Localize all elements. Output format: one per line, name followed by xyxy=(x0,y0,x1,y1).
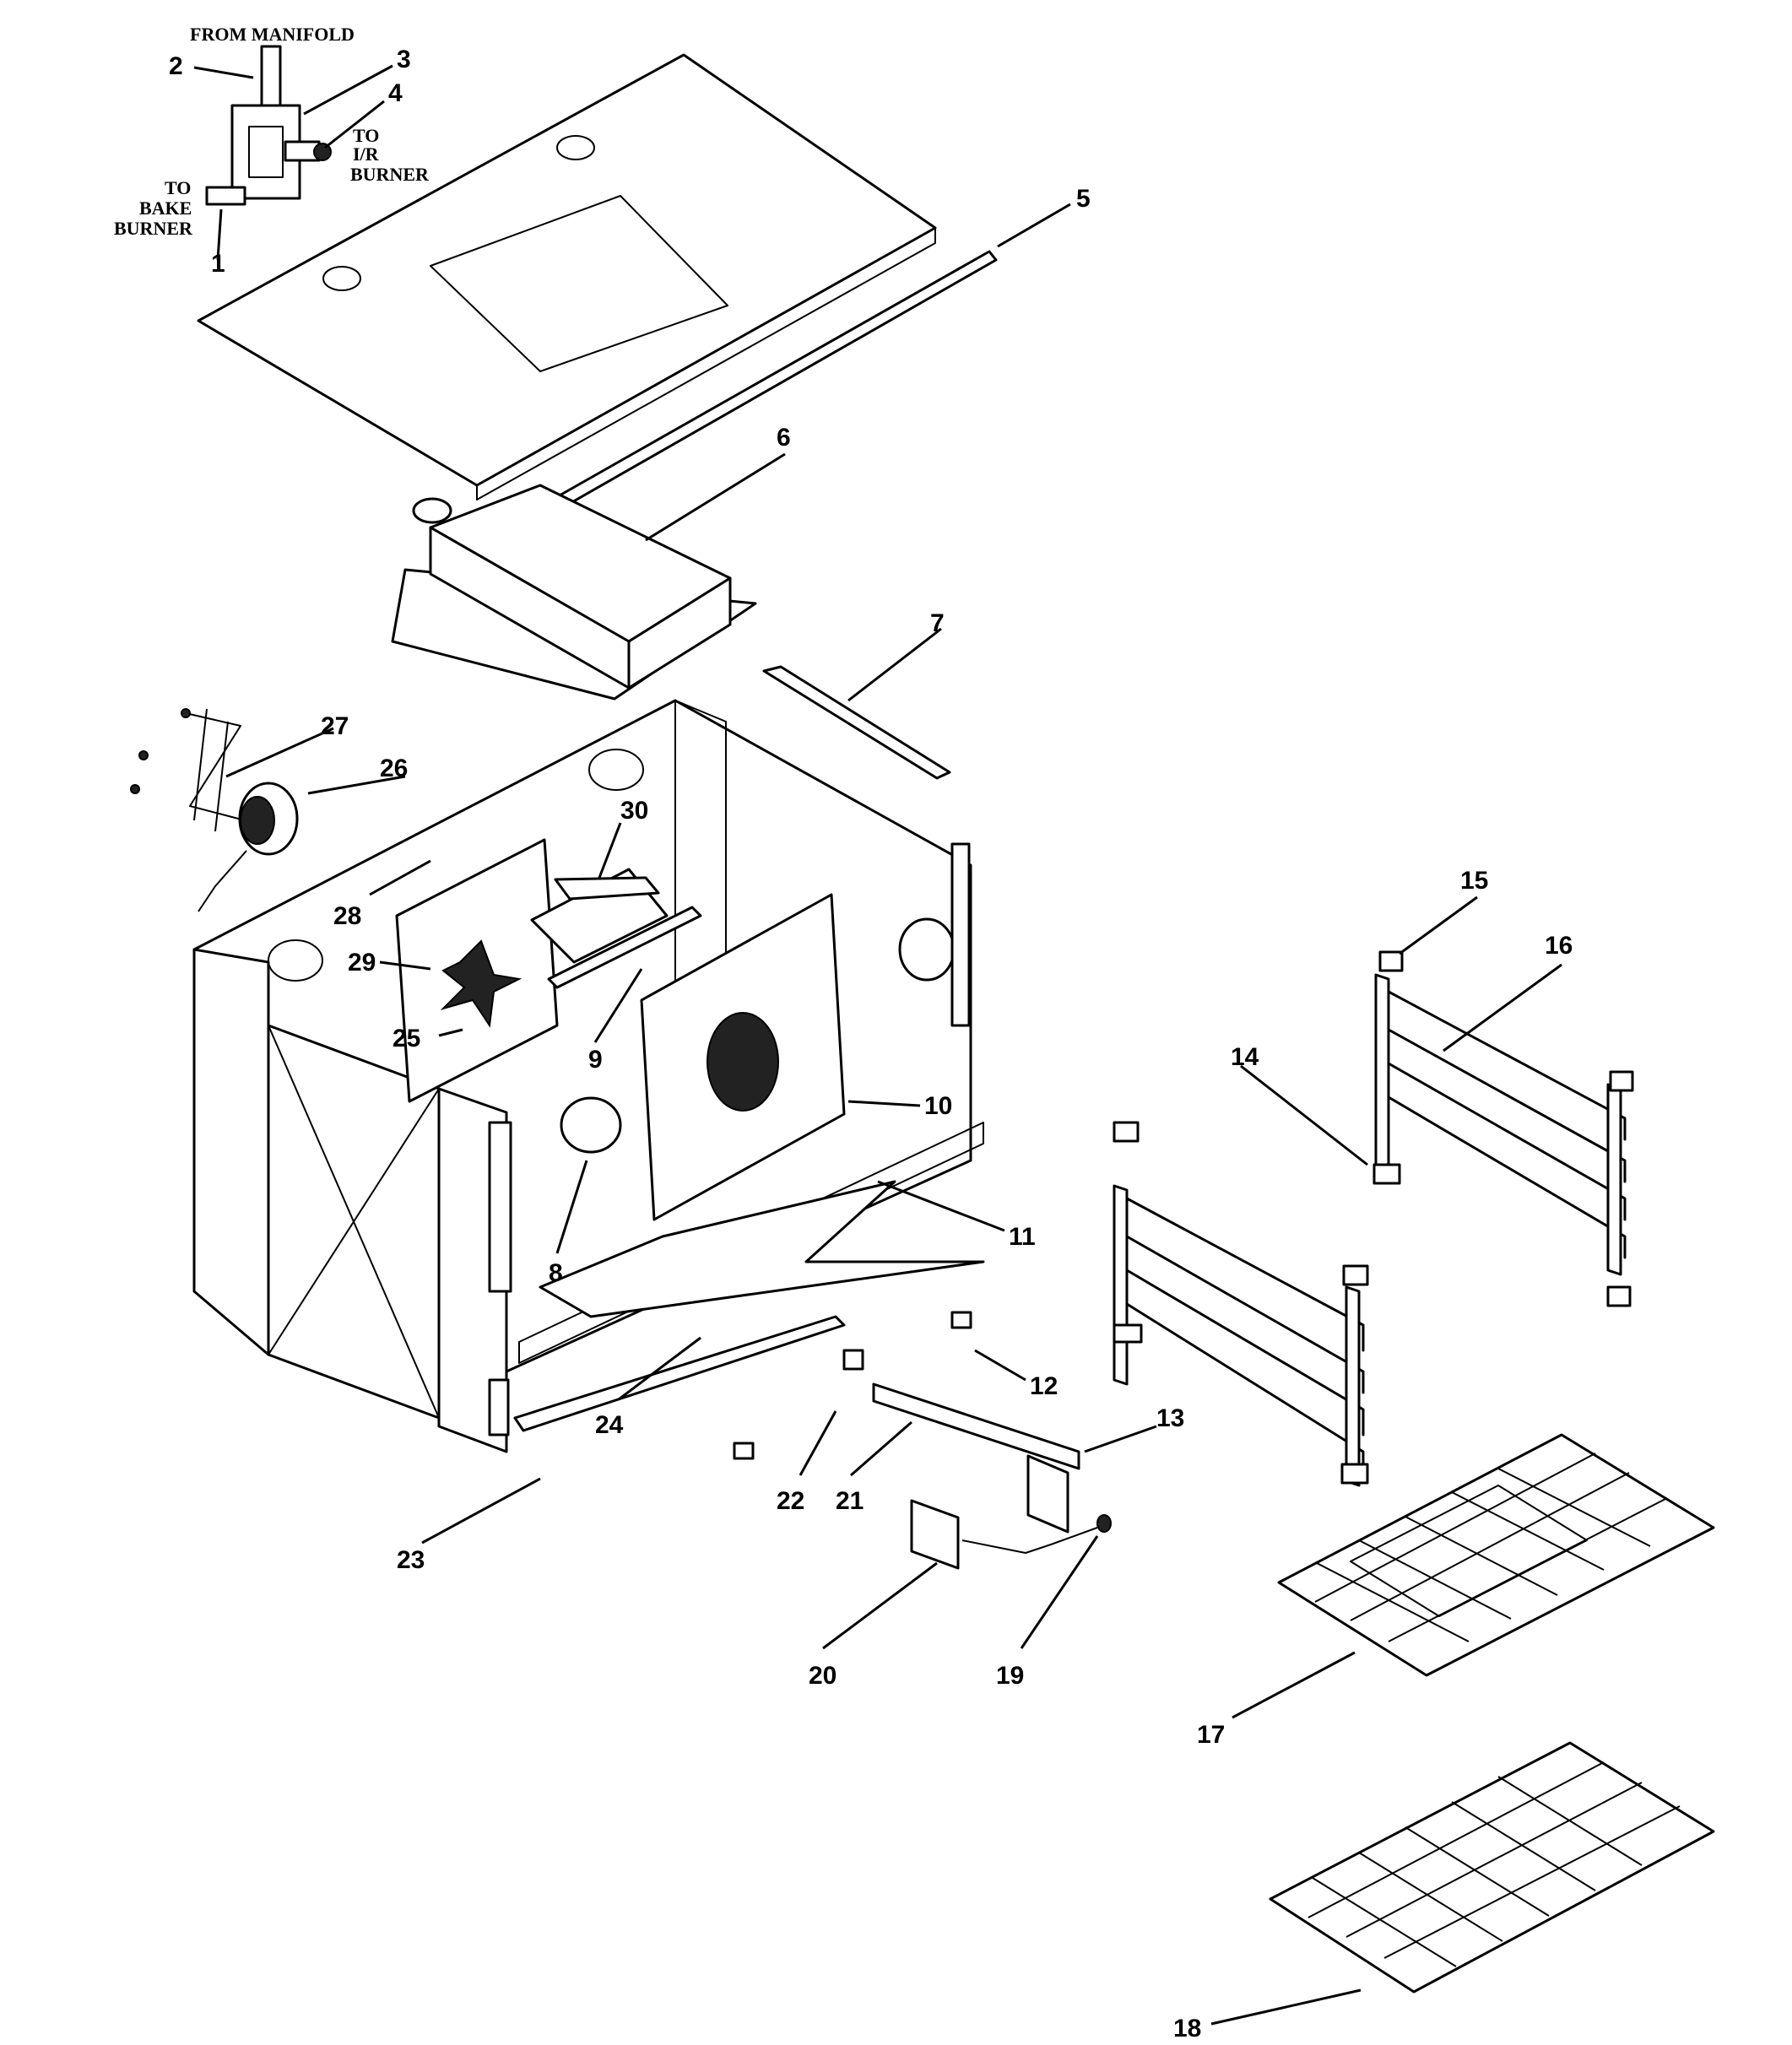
callout-2: 2 xyxy=(169,52,183,80)
svg-text:TO: TO xyxy=(165,177,191,198)
convection-cover xyxy=(640,893,846,1221)
callout-7: 7 xyxy=(930,609,945,637)
svg-text:I/R: I/R xyxy=(353,143,380,165)
callout-25: 25 xyxy=(393,1025,420,1052)
oven-rack-18 xyxy=(1269,1741,1715,1994)
from-manifold-note: FROM MANIFOLD xyxy=(190,24,355,45)
callout-26: 26 xyxy=(380,755,408,782)
callout-10: 10 xyxy=(924,1092,952,1120)
callout-6: 6 xyxy=(777,424,791,452)
hinge-strips xyxy=(488,842,971,1436)
svg-text:FROM MANIFOLD: FROM MANIFOLD xyxy=(190,24,355,45)
front-trim-plate xyxy=(513,1315,846,1432)
callout-19: 19 xyxy=(996,1662,1024,1690)
top-cover-panel xyxy=(197,53,937,500)
svg-text:BURNER: BURNER xyxy=(350,164,430,185)
callout-9: 9 xyxy=(588,1046,603,1074)
igniter-assembly xyxy=(872,1382,1112,1570)
callout-30: 30 xyxy=(620,797,648,825)
callout-24: 24 xyxy=(595,1411,624,1439)
callout-arrows xyxy=(193,64,1562,2026)
callout-20: 20 xyxy=(809,1662,836,1690)
callout-21: 21 xyxy=(836,1487,864,1515)
callout-13: 13 xyxy=(1156,1404,1184,1432)
rear-trim-strip xyxy=(762,665,951,780)
to-bake-burner-note: TO BAKE BURNER xyxy=(114,177,193,239)
callout-22: 22 xyxy=(777,1487,804,1515)
callout-12: 12 xyxy=(1030,1372,1058,1400)
to-ir-burner-note: TO I/R BURNER xyxy=(350,125,430,185)
element-30 xyxy=(554,876,660,901)
oven-bottom-panel xyxy=(539,1180,985,1318)
oven-lights xyxy=(560,917,956,1154)
convection-motor xyxy=(198,782,299,912)
callout-4: 4 xyxy=(388,79,403,107)
motor-bracket xyxy=(130,708,250,832)
callout-23: 23 xyxy=(397,1546,425,1574)
callout-17: 17 xyxy=(1197,1721,1225,1749)
callout-28: 28 xyxy=(333,902,361,930)
callout-29: 29 xyxy=(348,949,376,977)
small-clips xyxy=(733,1311,972,1460)
svg-text:BURNER: BURNER xyxy=(114,218,193,239)
callout-14: 14 xyxy=(1231,1043,1259,1071)
callout-numbers: 1 2 3 4 5 6 7 8 9 10 11 12 13 14 15 16 1… xyxy=(169,46,1573,2042)
rack-supports xyxy=(1113,950,1634,1487)
callout-15: 15 xyxy=(1460,867,1488,895)
svg-text:TO: TO xyxy=(353,125,379,146)
callout-18: 18 xyxy=(1173,2015,1201,2042)
callout-3: 3 xyxy=(397,46,411,73)
broil-burner-box xyxy=(391,484,757,701)
fan-baffle-panel xyxy=(395,838,559,1103)
callout-16: 16 xyxy=(1545,932,1573,960)
callout-11: 11 xyxy=(1009,1223,1036,1251)
callout-8: 8 xyxy=(549,1259,563,1287)
gas-valve-assembly xyxy=(205,45,332,206)
callout-1: 1 xyxy=(211,250,225,278)
svg-text:BAKE: BAKE xyxy=(139,197,192,219)
callout-5: 5 xyxy=(1076,185,1091,213)
callout-27: 27 xyxy=(321,712,349,740)
oven-rack-17 xyxy=(1277,1433,1715,1677)
